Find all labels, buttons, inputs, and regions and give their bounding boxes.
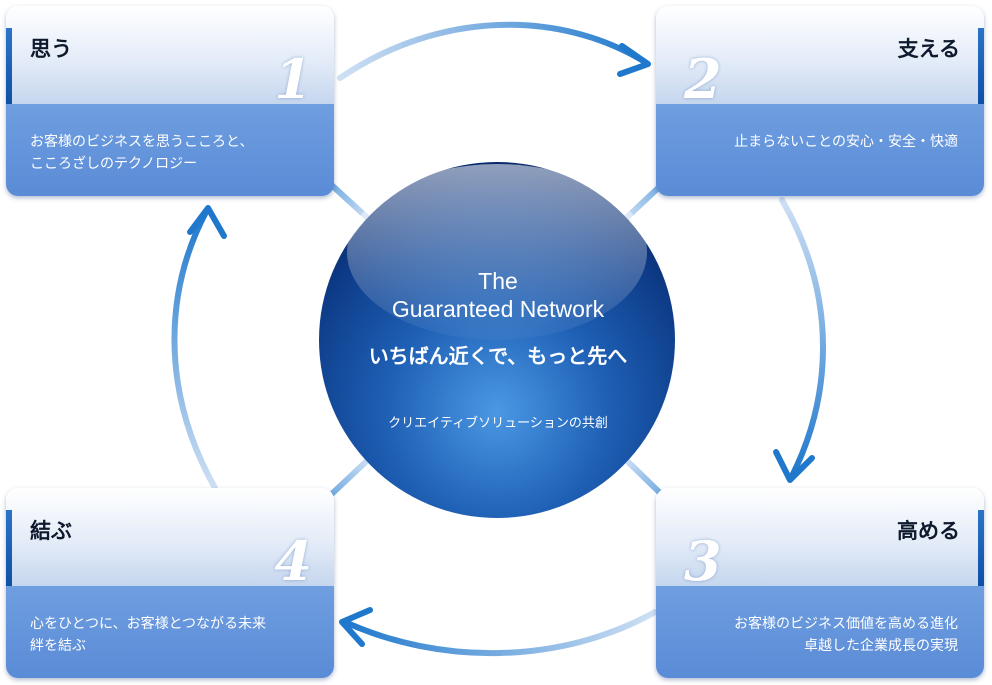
curved-arrow-head-icon	[339, 607, 373, 647]
curved-arrow-icon	[779, 197, 826, 479]
card-body: 心をひとつに、お客様とつながる未来 絆を結ぶ	[6, 586, 334, 678]
card-sasaeru: 支える 2 止まらないことの安心・安全・快適	[656, 6, 984, 196]
card-header	[656, 6, 984, 104]
card-body: お客様のビジネスを思うこころと、 こころざしのテクノロジー	[6, 104, 334, 196]
curved-arrow-icon	[171, 209, 218, 491]
card-description: お客様のビジネスを思うこころと、 こころざしのテクノロジー	[30, 134, 254, 172]
card-title: 支える	[897, 37, 960, 61]
card-title: 結ぶ	[30, 519, 72, 543]
curved-arrow-icon	[342, 609, 658, 657]
card-takameru: 高める 3 お客様のビジネス価値を高める進化 卓越した企業成長の実現	[656, 488, 984, 678]
card-number: 1	[274, 47, 312, 111]
curved-arrow-icon	[337, 21, 648, 81]
card-header	[656, 488, 984, 586]
center-tagline: いちばん近くで、もっと先へ	[368, 344, 628, 368]
card-description: 心をひとつに、お客様とつながる未来 絆を結ぶ	[30, 616, 267, 654]
card-number: 2	[684, 47, 722, 111]
accent-bar	[6, 510, 12, 588]
card-title: 高める	[897, 519, 960, 543]
card-body: お客様のビジネス価値を高める進化 卓越した企業成長の実現	[656, 586, 984, 678]
center-title-line2: Guaranteed Network	[391, 296, 605, 322]
card-header	[6, 6, 334, 104]
card-header	[6, 488, 334, 586]
card-number: 3	[684, 529, 722, 593]
accent-bar	[978, 28, 984, 106]
center-subtitle: クリエイティブソリューションの共創	[388, 416, 608, 431]
accent-bar	[978, 510, 984, 588]
card-omou: 思う 1 お客様のビジネスを思うこころと、 こころざしのテクノロジー	[6, 6, 334, 196]
curved-arrow-head-icon	[187, 205, 227, 239]
card-title: 思う	[30, 37, 72, 61]
card-number: 4	[274, 529, 312, 593]
curved-arrow-head-icon	[773, 449, 815, 483]
curved-arrow-head-icon	[617, 43, 651, 77]
card-description: 止まらないことの安心・安全・快適	[734, 134, 958, 150]
card-body: 止まらないことの安心・安全・快適	[656, 104, 984, 196]
center-title-line1: The	[478, 268, 518, 294]
sphere-highlight	[347, 164, 647, 340]
card-musubu: 結ぶ 4 心をひとつに、お客様とつながる未来 絆を結ぶ	[6, 488, 334, 678]
accent-bar	[6, 28, 12, 106]
card-description: お客様のビジネス価値を高める進化 卓越した企業成長の実現	[734, 616, 958, 654]
